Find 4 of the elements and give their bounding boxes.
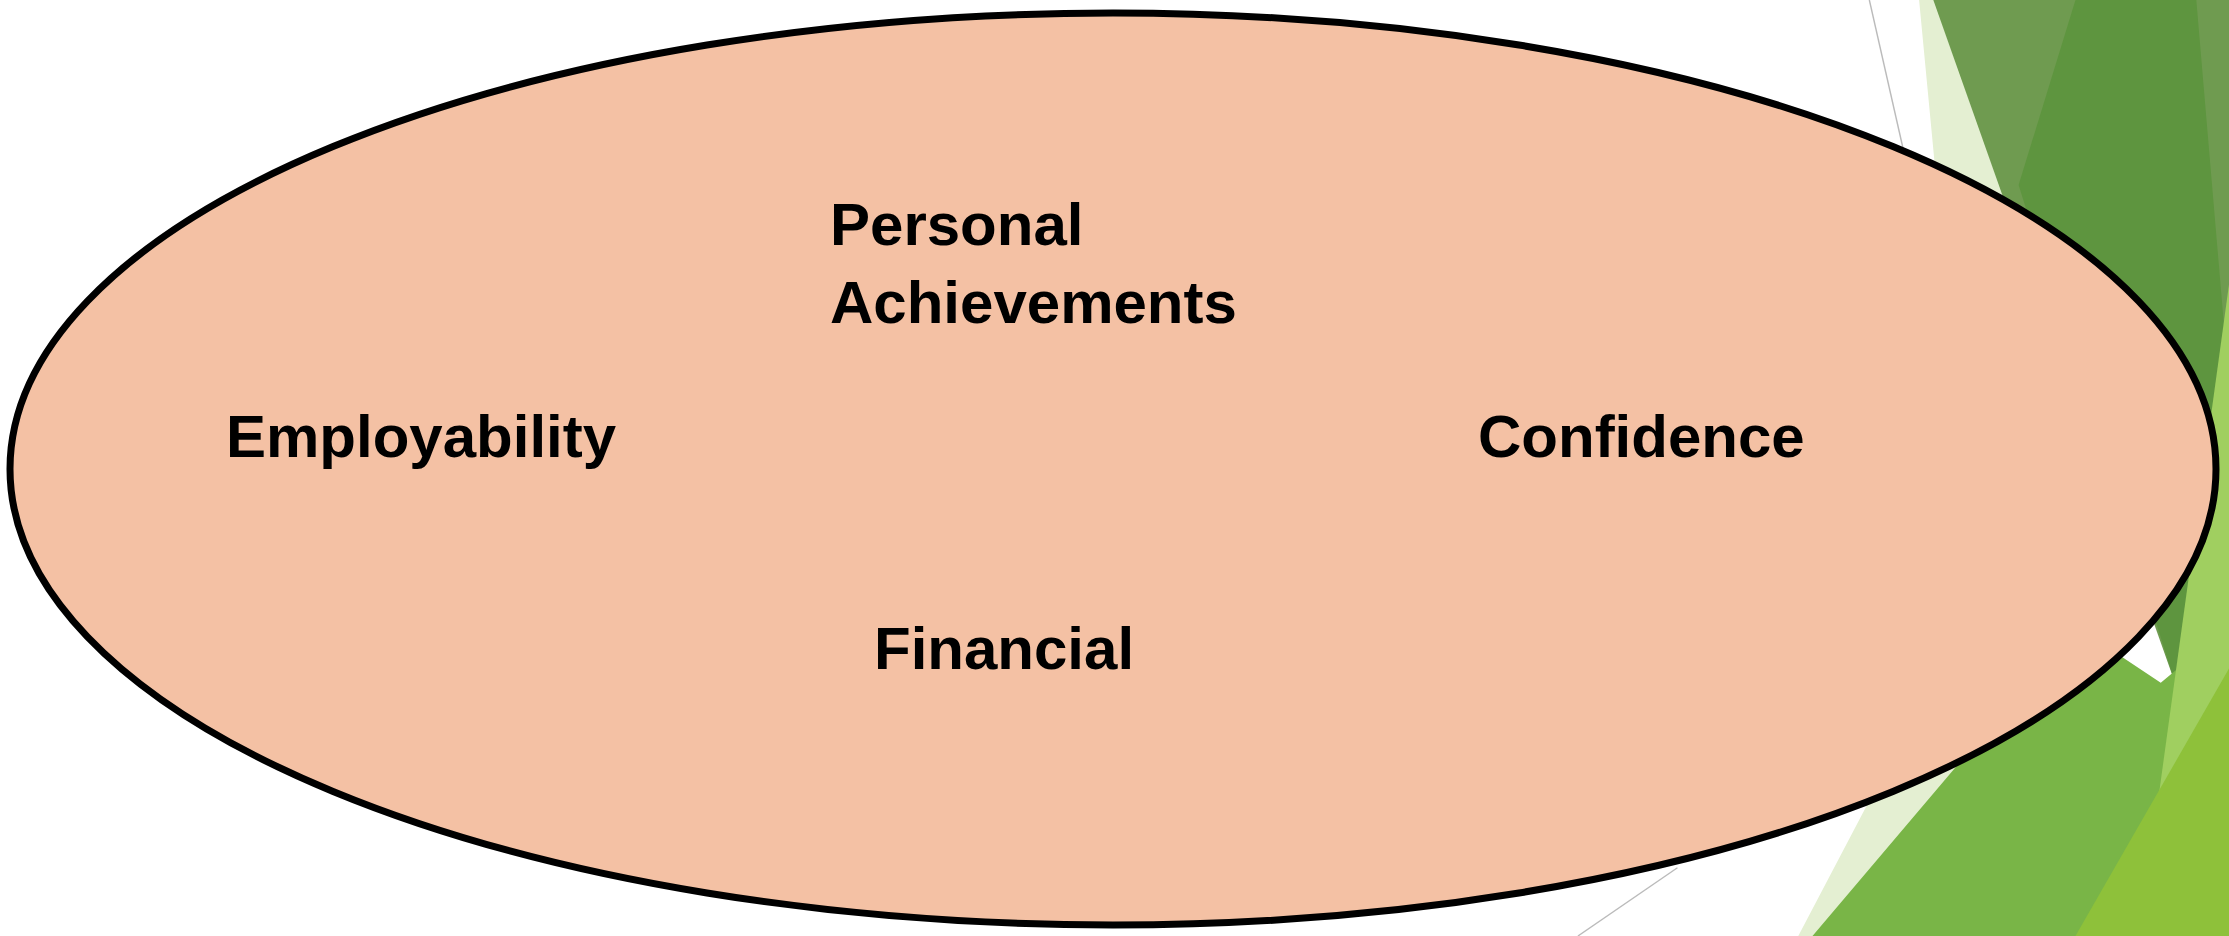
label-text: Confidence <box>1478 402 1805 472</box>
label-text: Employability <box>226 402 617 472</box>
label-text: Personal Achievements <box>830 190 1238 338</box>
label-text: Financial <box>874 614 1135 684</box>
